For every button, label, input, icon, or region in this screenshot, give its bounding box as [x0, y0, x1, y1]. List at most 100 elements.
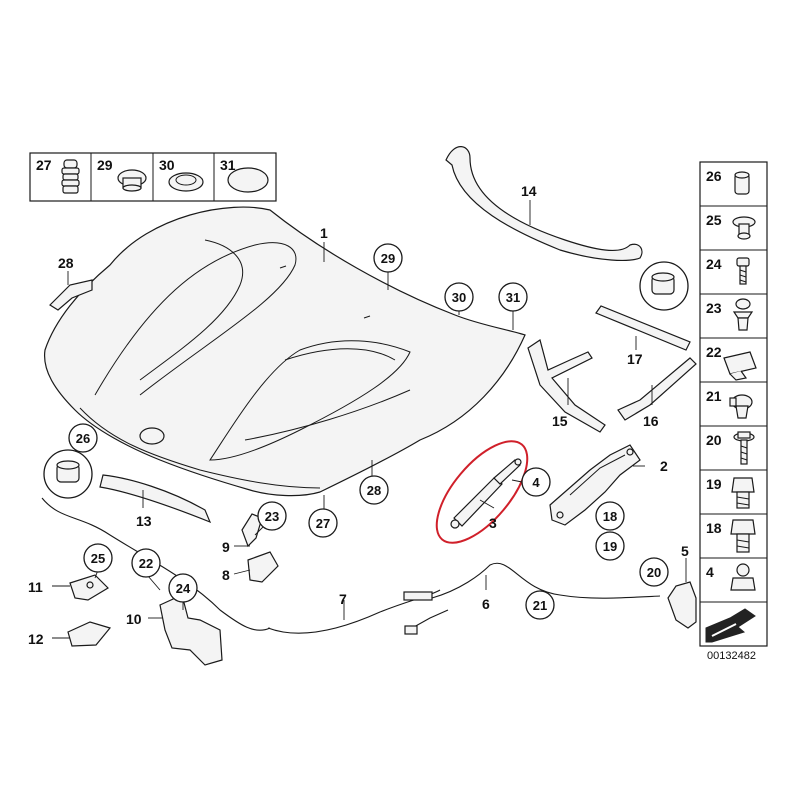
svg-text:27: 27 — [316, 516, 330, 531]
callout-29: 29 — [373, 243, 403, 273]
bracket-16 — [617, 357, 697, 421]
svg-text:23: 23 — [265, 509, 279, 524]
callout-9: 9 — [222, 539, 230, 555]
svg-text:19: 19 — [603, 539, 617, 554]
side-label-20: 20 — [706, 432, 722, 448]
callout-6: 6 — [482, 596, 490, 612]
clip-9 — [241, 513, 263, 548]
lock-10 — [159, 594, 223, 666]
clip-nut-25-icon — [732, 216, 756, 240]
side-label-22: 22 — [706, 344, 722, 360]
callout-7: 7 — [339, 591, 347, 607]
clip-22-icon — [723, 351, 757, 381]
callout-28: 28 — [359, 475, 389, 505]
callout-18: 18 — [595, 501, 625, 531]
grommet-27-icon — [61, 159, 80, 194]
gas-strut-3 — [435, 440, 529, 544]
arrow-legend-icon — [705, 608, 756, 643]
box-label-30: 30 — [159, 157, 175, 173]
callout-27: 27 — [308, 508, 338, 538]
svg-text:30: 30 — [452, 290, 466, 305]
plug-31-icon — [227, 167, 269, 193]
callout-23: 23 — [257, 501, 287, 531]
cable-6 — [431, 562, 661, 599]
callout-26: 26 — [68, 423, 98, 453]
side-label-18: 18 — [706, 520, 722, 536]
side-label-21: 21 — [706, 388, 722, 404]
box-label-31: 31 — [220, 157, 236, 173]
screw-24-icon — [736, 257, 750, 285]
leader-lines — [52, 200, 687, 639]
svg-text:25: 25 — [91, 551, 105, 566]
callout-10: 10 — [126, 611, 142, 627]
callout-24: 24 — [168, 573, 198, 603]
callout-31: 31 — [498, 282, 528, 312]
callout-21: 21 — [525, 590, 555, 620]
svg-text:20: 20 — [647, 565, 661, 580]
side-label-25: 25 — [706, 212, 722, 228]
side-label-23: 23 — [706, 300, 722, 316]
box-label-27: 27 — [36, 157, 52, 173]
bolt-19-icon — [731, 477, 755, 509]
callout-12: 12 — [28, 631, 44, 647]
buffer-26-icon — [734, 171, 750, 195]
callout-30: 30 — [444, 282, 474, 312]
svg-text:4: 4 — [532, 475, 540, 490]
buffer-26-detail — [639, 261, 689, 311]
svg-text:24: 24 — [176, 581, 191, 596]
callout-25: 25 — [83, 543, 113, 573]
callout-11: 11 — [28, 579, 43, 595]
ball-stud-4-icon — [730, 563, 756, 591]
svg-text:22: 22 — [139, 556, 153, 571]
svg-text:18: 18 — [603, 509, 617, 524]
plain-callouts: 1 2 3 5 6 7 8 9 10 11 12 13 14 15 16 17 … — [28, 183, 689, 647]
catch-5 — [667, 581, 697, 629]
bonnet-1 — [43, 206, 526, 497]
callout-4: 4 — [521, 467, 551, 497]
callout-17: 17 — [627, 351, 643, 367]
cap-29-icon — [117, 169, 147, 192]
seal-14 — [445, 146, 643, 261]
box-label-29: 29 — [97, 157, 113, 173]
callout-16: 16 — [643, 413, 659, 429]
callout-14: 14 — [521, 183, 537, 199]
part-12 — [67, 621, 112, 647]
callout-28-plain: 28 — [58, 255, 74, 271]
svg-text:26: 26 — [76, 431, 90, 446]
callout-8: 8 — [222, 567, 230, 583]
holder-8 — [247, 551, 279, 583]
plug-30-icon — [168, 172, 204, 192]
bolt-20-icon — [733, 431, 755, 465]
callout-22: 22 — [131, 548, 161, 578]
svg-text:31: 31 — [506, 290, 520, 305]
side-label-24: 24 — [706, 256, 722, 272]
strip-28 — [49, 279, 93, 311]
top-parts-strip: 27 29 30 31 — [29, 152, 277, 202]
reference-code: 00132482 — [707, 650, 756, 662]
circled-callouts: 29 30 31 26 4 28 27 23 18 19 25 22 24 20… — [68, 243, 669, 620]
highlight-ellipse — [435, 440, 529, 544]
bolt-18-icon — [730, 519, 756, 553]
side-label-19: 19 — [706, 476, 722, 492]
seal-strip-13 — [99, 474, 212, 524]
callout-13: 13 — [136, 513, 152, 529]
rivet-23-icon — [732, 298, 754, 331]
callout-1: 1 — [320, 225, 328, 241]
rod-17 — [595, 305, 691, 351]
callout-2: 2 — [660, 458, 668, 474]
side-label-26: 26 — [706, 168, 722, 184]
svg-text:21: 21 — [533, 598, 547, 613]
hinge-2 — [549, 444, 641, 526]
callout-3: 3 — [489, 515, 497, 531]
side-label-4: 4 — [706, 564, 714, 580]
side-parts-column: 26 25 24 23 22 21 20 19 18 4 — [699, 161, 768, 647]
callout-5: 5 — [681, 543, 689, 559]
svg-text:29: 29 — [381, 251, 395, 266]
part-11 — [69, 574, 109, 601]
buffer-26-left-detail — [43, 449, 93, 499]
clip-21-icon — [729, 394, 753, 419]
callout-20: 20 — [639, 557, 669, 587]
callout-19: 19 — [595, 531, 625, 561]
bracket-15 — [527, 339, 606, 433]
